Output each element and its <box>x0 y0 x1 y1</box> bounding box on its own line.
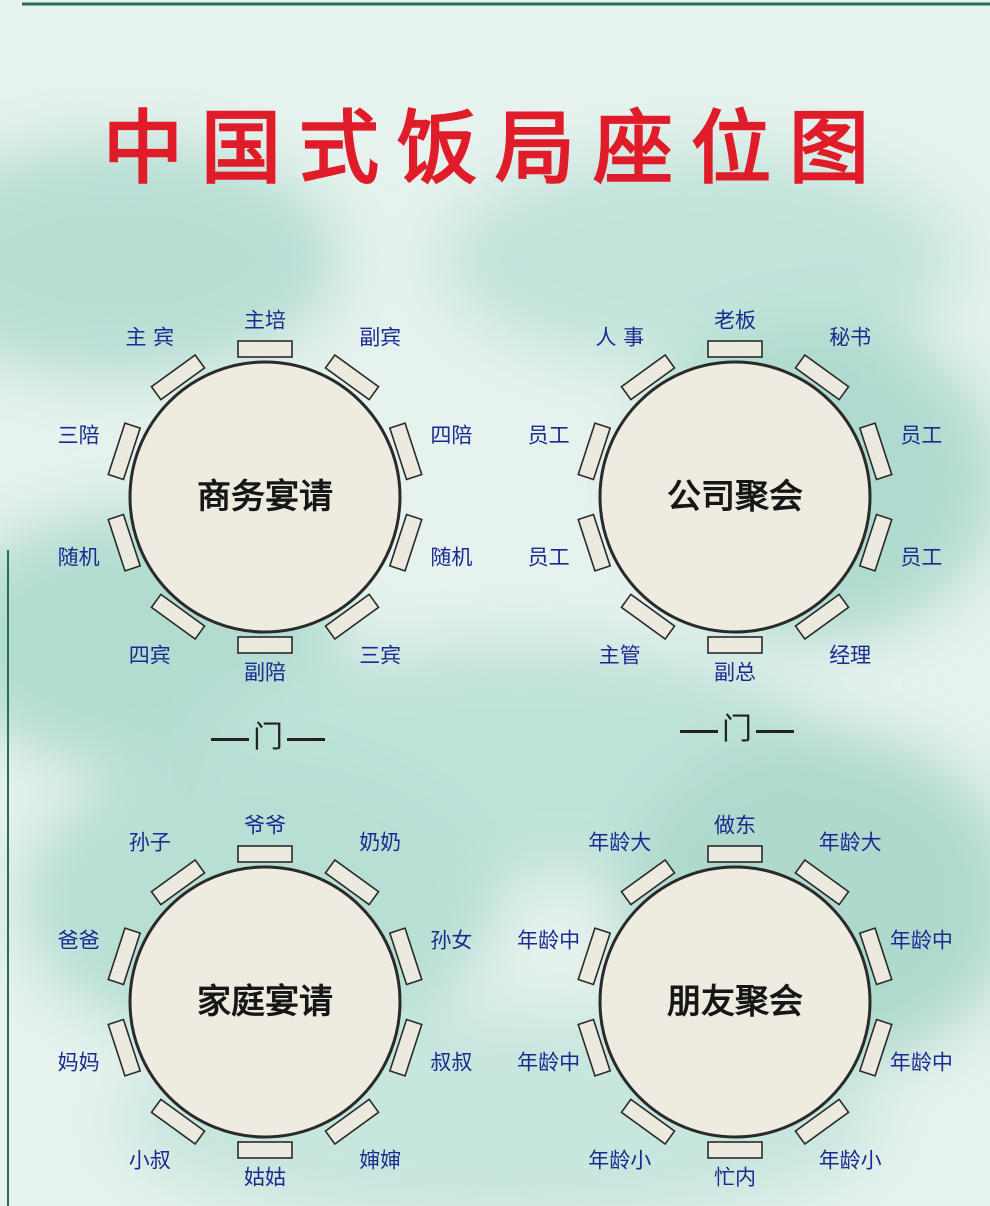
round-table <box>598 865 872 1139</box>
chair <box>150 353 206 401</box>
chair <box>107 927 142 986</box>
chair <box>707 1141 763 1159</box>
chair <box>388 422 423 481</box>
chair <box>324 353 380 401</box>
chair <box>707 636 763 654</box>
chair <box>707 340 763 358</box>
chair <box>620 1098 676 1146</box>
seat-label: 忙内 <box>714 1165 756 1190</box>
chair <box>577 1018 612 1077</box>
page-title: 中国式饭局座位图 <box>103 101 887 195</box>
chair <box>237 636 293 654</box>
seat-label: 副总 <box>714 660 756 685</box>
chair <box>620 353 676 401</box>
seat-label: 员工 <box>527 545 570 570</box>
seat-label: 三陪 <box>57 423 100 448</box>
seat-label: 做东 <box>714 813 756 838</box>
chair <box>107 513 142 572</box>
seat-label: 年龄小 <box>588 1148 652 1173</box>
chair <box>107 1018 142 1077</box>
chair <box>794 858 850 906</box>
seat-label: 年龄中 <box>517 928 581 953</box>
seat-label: 年龄大 <box>588 830 652 855</box>
chair <box>150 858 206 906</box>
seat-label: 经理 <box>829 643 872 668</box>
chair <box>150 593 206 641</box>
seat-label: 孙子 <box>128 830 171 855</box>
seat-label: 小叔 <box>128 1148 171 1173</box>
seat-label: 老板 <box>714 308 756 333</box>
chair <box>858 513 893 572</box>
table-name: 朋友聚会 <box>667 982 803 1022</box>
chair <box>620 858 676 906</box>
door-label: 门 <box>207 723 329 753</box>
seat-label: 员工 <box>527 423 570 448</box>
chair <box>150 1098 206 1146</box>
seat-label: 年龄大 <box>818 830 882 855</box>
chair <box>388 927 423 986</box>
chair <box>237 1141 293 1159</box>
chair <box>237 845 293 863</box>
table-family <box>107 845 423 1159</box>
round-table <box>598 360 872 634</box>
seat-label: 妈妈 <box>57 1050 100 1075</box>
seat-label: 爸爸 <box>57 928 100 953</box>
seat-label: 奶奶 <box>359 830 402 855</box>
chair <box>858 927 893 986</box>
table-business <box>107 340 423 654</box>
seat-label: 叔叔 <box>430 1050 473 1075</box>
seat-label: 主管 <box>598 643 641 668</box>
chair <box>794 353 850 401</box>
chair <box>794 1098 850 1146</box>
seat-label: 主 宾 <box>125 325 175 350</box>
seat-label: 三宾 <box>359 643 402 668</box>
seat-label: 随机 <box>430 545 473 570</box>
seat-label: 姑姑 <box>244 1165 286 1190</box>
chair <box>324 593 380 641</box>
table-friends <box>577 845 893 1159</box>
chair <box>388 513 423 572</box>
seat-label: 四陪 <box>430 423 473 448</box>
seat-label: 人 事 <box>595 325 645 350</box>
seat-label: 四宾 <box>128 643 171 668</box>
chair <box>324 858 380 906</box>
seat-label: 年龄中 <box>889 928 953 953</box>
door-label: 门 <box>676 715 798 745</box>
chair <box>107 422 142 481</box>
seat-label: 副陪 <box>244 660 286 685</box>
seat-label: 秘书 <box>829 325 872 350</box>
chair <box>577 927 612 986</box>
chair <box>237 340 293 358</box>
seat-label: 随机 <box>57 545 100 570</box>
chair <box>324 1098 380 1146</box>
chair <box>707 845 763 863</box>
chair <box>388 1018 423 1077</box>
seat-label: 孙女 <box>430 928 473 953</box>
chair <box>858 422 893 481</box>
table-name: 公司聚会 <box>667 477 803 517</box>
chair <box>577 422 612 481</box>
table-company <box>577 340 893 654</box>
chair <box>858 1018 893 1077</box>
seat-label: 主培 <box>244 308 286 333</box>
seat-label: 副宾 <box>359 325 402 350</box>
seat-label: 婶婶 <box>359 1148 402 1173</box>
table-name: 家庭宴请 <box>197 982 333 1022</box>
table-name: 商务宴请 <box>197 477 333 517</box>
chair <box>577 513 612 572</box>
chair <box>620 593 676 641</box>
seat-label: 年龄中 <box>889 1050 953 1075</box>
seat-label: 员工 <box>900 545 943 570</box>
round-table <box>128 865 402 1139</box>
seat-label: 爷爷 <box>244 813 286 838</box>
chair <box>794 593 850 641</box>
seat-label: 年龄小 <box>818 1148 882 1173</box>
round-table <box>128 360 402 634</box>
seat-label: 员工 <box>900 423 943 448</box>
seat-label: 年龄中 <box>517 1050 581 1075</box>
